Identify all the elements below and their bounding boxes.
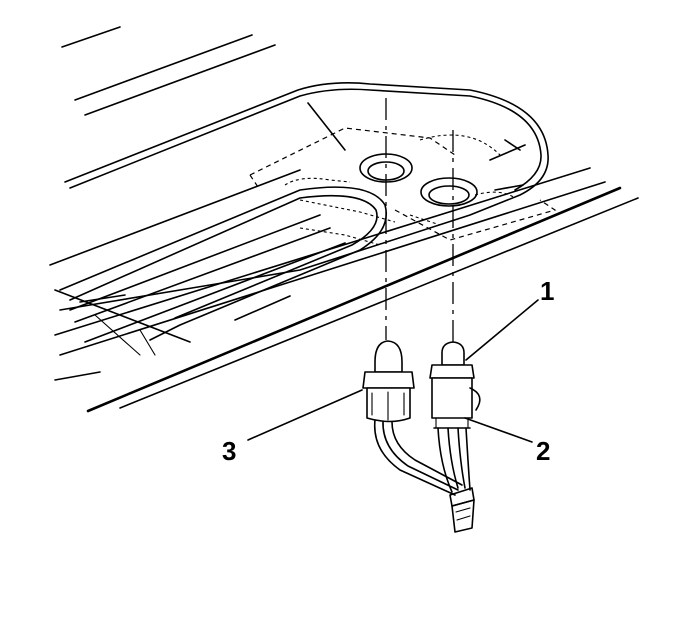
callout-2-label: 2 [536, 436, 550, 466]
callout-3-label: 3 [222, 436, 236, 466]
callout-leaders [247, 299, 539, 443]
wire-harness [449, 487, 475, 533]
center-lines [385, 98, 454, 345]
body-panel-lines [61, 26, 276, 116]
socket-opening-right [420, 177, 478, 207]
wiring-connector [429, 341, 481, 493]
callout-labels: 1 2 3 [222, 276, 554, 466]
bulb-socket-assembly [362, 340, 463, 496]
callout-1-label: 1 [540, 276, 554, 306]
hidden-lines [249, 127, 557, 246]
lamp-housing [49, 82, 639, 413]
